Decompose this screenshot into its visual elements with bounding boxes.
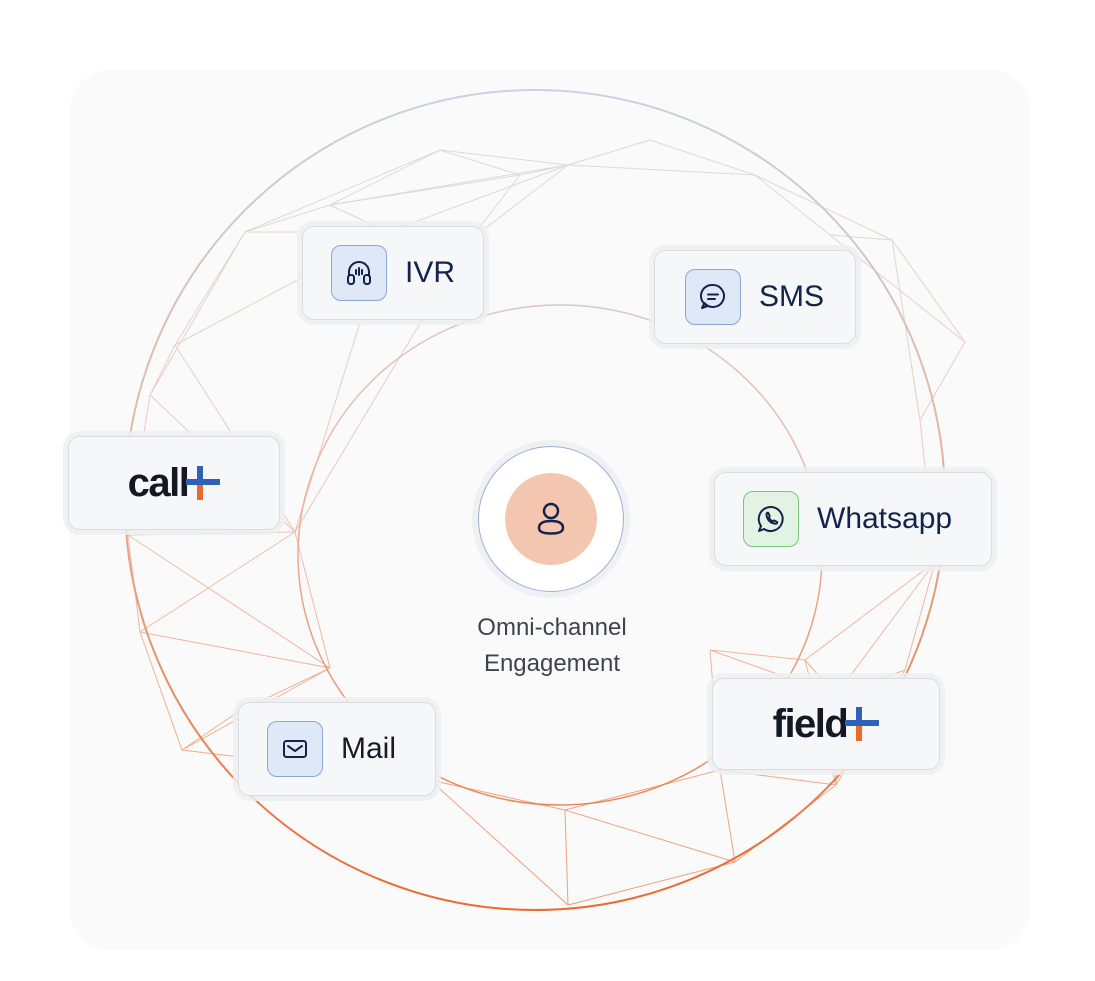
mesh-line (139, 531, 296, 633)
mesh-line (329, 149, 441, 206)
sms-label: SMS (759, 280, 825, 313)
mesh-line (429, 779, 569, 906)
mesh-line (891, 239, 966, 343)
engagement-label-line2: Engagement (483, 650, 621, 677)
call-brand-text: call (127, 461, 190, 505)
engagement-label-line1: Omni-channel (477, 614, 627, 641)
user-icon-circle (505, 473, 597, 565)
mesh-line (719, 769, 736, 863)
mesh-line (564, 809, 736, 863)
mesh-line (149, 231, 246, 396)
call-plus-logo: call (69, 463, 279, 503)
call-plus-card[interactable]: call (68, 436, 280, 530)
mesh-line (439, 149, 569, 166)
plus-logo-icon (845, 707, 880, 741)
mesh-line (294, 531, 331, 669)
mesh-line (567, 139, 651, 166)
mesh-line (567, 164, 756, 176)
mesh-line (244, 149, 441, 233)
mail-card[interactable]: Mail (238, 702, 436, 796)
mesh-line (139, 631, 331, 669)
mesh-line (719, 769, 837, 786)
mesh-line (519, 164, 569, 176)
mesh-line (649, 139, 756, 176)
mesh-line (709, 649, 806, 661)
headset-icon (331, 245, 387, 301)
mesh-line (429, 779, 566, 811)
mesh-line (139, 631, 183, 751)
mail-label: Mail (341, 732, 397, 765)
mesh-line (174, 231, 246, 346)
mesh-line (127, 531, 296, 536)
mesh-line (439, 149, 521, 176)
mesh-line (469, 164, 569, 241)
mesh-line (564, 809, 569, 906)
mesh-line (904, 561, 936, 671)
ivr-label: IVR (405, 256, 456, 289)
field-plus-logo: field (713, 704, 939, 744)
sms-card[interactable]: SMS (654, 250, 856, 344)
engagement-label: Omni-channel Engagement (420, 610, 684, 682)
mesh-line (244, 204, 331, 233)
mesh-line (804, 561, 936, 661)
mesh-line (919, 341, 966, 421)
whatsapp-label: Whatsapp (817, 502, 953, 535)
chat-bubble-icon (685, 269, 741, 325)
mesh-line (181, 711, 239, 751)
field-brand-text: field (772, 702, 849, 746)
whatsapp-card[interactable]: Whatsapp (714, 472, 992, 566)
plus-logo-icon (186, 466, 221, 500)
mesh-line (149, 344, 176, 396)
mesh-line (754, 174, 831, 236)
mesh-line (127, 534, 331, 669)
user-icon (537, 502, 565, 535)
engagement-hub (478, 446, 624, 592)
mesh-line (567, 861, 736, 906)
field-plus-card[interactable]: field (712, 678, 940, 770)
mesh-line (891, 239, 921, 421)
mesh-line (387, 164, 569, 233)
whatsapp-icon (743, 491, 799, 547)
mesh-line (835, 561, 936, 696)
ivr-card[interactable]: IVR (302, 226, 484, 320)
mesh-line (829, 234, 893, 241)
envelope-icon (267, 721, 323, 777)
mesh-line (329, 174, 521, 206)
